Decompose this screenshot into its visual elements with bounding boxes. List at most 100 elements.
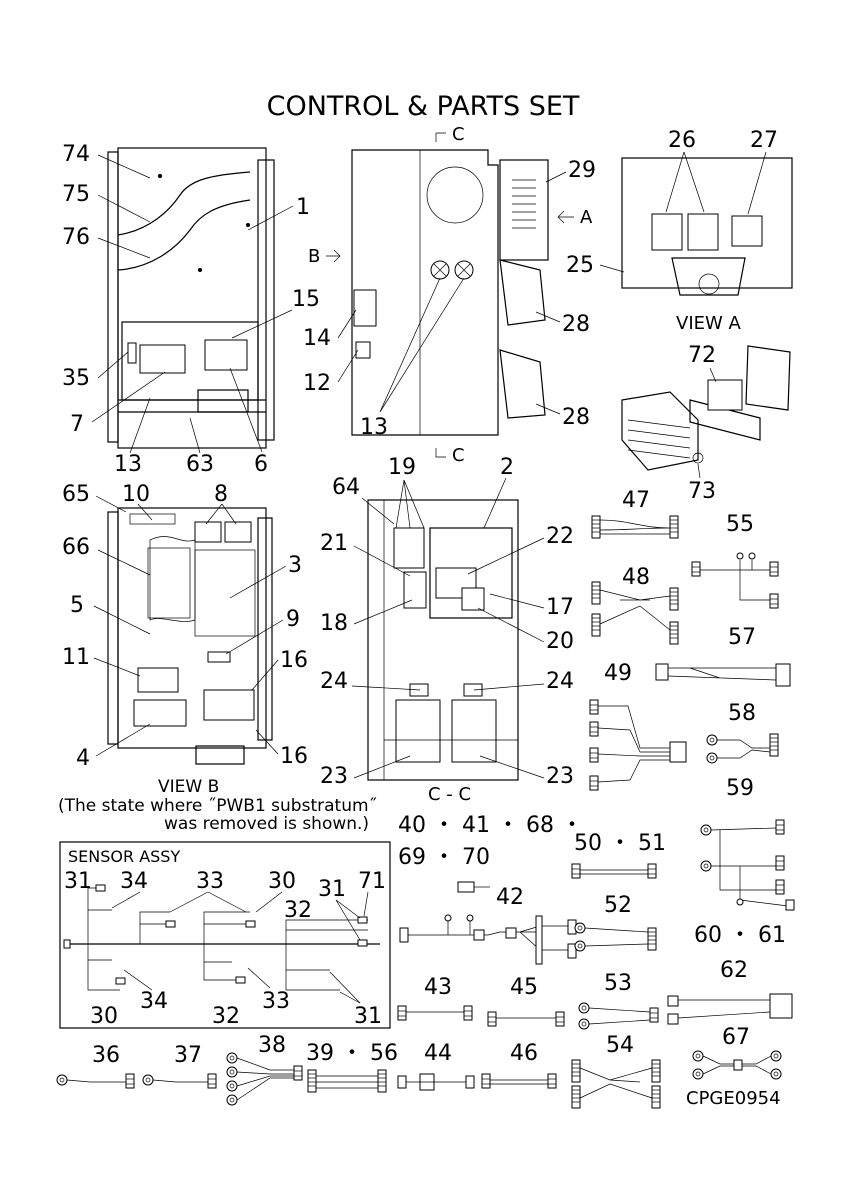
view-a-drawing — [621, 157, 793, 296]
callout-18: 18 — [320, 611, 348, 636]
callout-40-41-68: 40 ・ 41 ・ 68 ・ — [398, 813, 583, 838]
callout-7: 7 — [70, 412, 84, 437]
callout-15: 15 — [292, 287, 320, 312]
view-b-drawing — [107, 507, 273, 765]
callout-31-top-left: 31 — [64, 869, 92, 894]
cut-arrow-c-top: C — [452, 124, 465, 145]
view-b-note-line1: (The state where ˝PWB1 substratum˝ — [58, 796, 377, 816]
callout-66: 66 — [62, 535, 90, 560]
cut-arrow-c-bottom: C — [452, 445, 465, 466]
callout-30-bottom: 30 — [90, 1004, 118, 1029]
callout-23-right: 23 — [546, 764, 574, 789]
callout-3: 3 — [288, 553, 302, 578]
callout-32-top: 32 — [284, 898, 312, 923]
view-arrow-a: A — [580, 207, 593, 228]
view-a-label: VIEW A — [676, 313, 742, 334]
callout-46: 46 — [510, 1041, 538, 1066]
callout-31-top-right: 31 — [318, 877, 346, 902]
callout-59: 59 — [726, 776, 754, 801]
sensor-assy-label: SENSOR ASSY — [68, 847, 180, 866]
callout-31-bottom: 31 — [354, 1004, 382, 1029]
side-view-labels: C C A B — [308, 124, 593, 466]
callout-24-right: 24 — [546, 669, 574, 694]
callout-25: 25 — [566, 253, 594, 278]
callout-35: 35 — [62, 366, 90, 391]
callout-73: 73 — [688, 479, 716, 504]
callout-76: 76 — [62, 225, 90, 250]
callout-62: 62 — [720, 958, 748, 983]
callout-9: 9 — [286, 607, 300, 632]
callout-29: 29 — [568, 158, 596, 183]
section-cc-label: C - C — [428, 784, 471, 805]
callout-69-70: 69 ・ 70 — [398, 845, 490, 870]
callout-33-bottom: 33 — [262, 989, 290, 1014]
callout-34-bottom: 34 — [140, 989, 168, 1014]
diagram-code: CPGE0954 — [686, 1088, 781, 1109]
callout-49: 49 — [604, 661, 632, 686]
callout-72: 72 — [688, 343, 716, 368]
callout-38: 38 — [258, 1033, 286, 1058]
callout-39-56: 39 ・ 56 — [306, 1041, 398, 1066]
callout-60-61: 60 ・ 61 — [694, 923, 786, 948]
harness-drawings-bottom — [56, 1050, 782, 1109]
callout-58: 58 — [728, 701, 756, 726]
callout-74: 74 — [62, 142, 90, 167]
callout-24-left: 24 — [320, 669, 348, 694]
callouts-side-view: 29 14 12 13 28 28 — [303, 158, 596, 440]
callout-30-top: 30 — [268, 869, 296, 894]
callout-27: 27 — [750, 128, 778, 153]
callout-6: 6 — [254, 452, 268, 477]
callout-45: 45 — [510, 975, 538, 1000]
callout-20: 20 — [546, 629, 574, 654]
callout-53: 53 — [604, 971, 632, 996]
view-b-note-line2: was removed is shown.) — [164, 814, 369, 834]
callout-65: 65 — [62, 482, 90, 507]
callout-12: 12 — [303, 371, 331, 396]
callout-21: 21 — [320, 531, 348, 556]
callout-28-lower: 28 — [562, 405, 590, 430]
view-b-label: VIEW B — [158, 777, 219, 797]
callout-42: 42 — [496, 885, 524, 910]
callout-37: 37 — [174, 1043, 202, 1068]
callout-17: 17 — [546, 595, 574, 620]
callout-33-top: 33 — [196, 869, 224, 894]
callout-32-bottom: 32 — [212, 1004, 240, 1029]
callout-16-upper: 16 — [280, 648, 308, 673]
callout-48: 48 — [622, 565, 650, 590]
callout-47: 47 — [622, 488, 650, 513]
callout-63: 63 — [186, 452, 214, 477]
callout-5: 5 — [70, 593, 84, 618]
callout-2: 2 — [500, 455, 514, 480]
callout-13-side: 13 — [360, 415, 388, 440]
callout-26: 26 — [668, 128, 696, 153]
callout-57: 57 — [728, 625, 756, 650]
callout-23-left: 23 — [320, 764, 348, 789]
callout-11: 11 — [62, 645, 90, 670]
callout-19: 19 — [388, 455, 416, 480]
view-arrow-b: B — [308, 246, 320, 267]
callout-43: 43 — [424, 975, 452, 1000]
callout-36: 36 — [92, 1043, 120, 1068]
callout-67: 67 — [722, 1025, 750, 1050]
callout-55: 55 — [726, 512, 754, 537]
callout-75: 75 — [62, 182, 90, 207]
callout-16-lower: 16 — [280, 744, 308, 769]
diagram-title: CONTROL & PARTS SET — [267, 91, 580, 122]
callout-10: 10 — [122, 482, 150, 507]
harness-drawings-right — [397, 515, 795, 1030]
sensor-assy-box — [59, 841, 391, 1029]
cabinet-front-view — [107, 147, 275, 449]
cabinet-side-view — [351, 132, 549, 458]
callout-1: 1 — [296, 195, 310, 220]
section-cc-drawing — [367, 499, 519, 781]
callout-52: 52 — [604, 893, 632, 918]
callouts-front-view: 74 75 76 1 15 35 7 13 63 6 — [62, 142, 320, 477]
transformer-drawing — [621, 345, 791, 471]
callout-8: 8 — [214, 482, 228, 507]
callout-22: 22 — [546, 524, 574, 549]
callout-71: 71 — [358, 869, 386, 894]
callout-34-top: 34 — [120, 869, 148, 894]
callout-4: 4 — [76, 746, 90, 771]
callout-64: 64 — [332, 475, 360, 500]
